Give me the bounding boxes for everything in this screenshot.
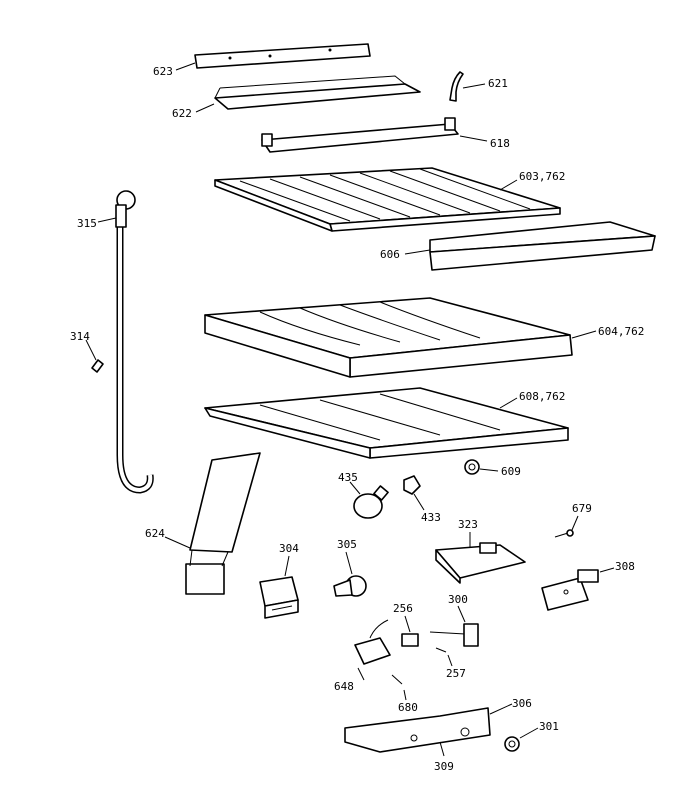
label-435: 435 (338, 471, 358, 484)
part-609-knob (464, 459, 480, 475)
part-604-tray (204, 297, 573, 378)
part-306-bracket (344, 707, 491, 753)
part-606-cover (429, 221, 656, 271)
label-618: 618 (490, 137, 510, 150)
part-305-overload (333, 575, 367, 597)
label-305: 305 (337, 538, 357, 551)
label-308: 308 (615, 560, 635, 573)
label-679: 679 (572, 502, 592, 515)
part-623-strip (194, 43, 371, 69)
part-308-bracket (541, 569, 599, 611)
part-435-bulb (353, 485, 389, 519)
part-603-wire-shelf (214, 167, 561, 232)
part-304-relay (259, 576, 299, 619)
part-315-tube (115, 190, 154, 494)
label-623: 623 (153, 65, 173, 78)
label-606: 606 (380, 248, 400, 261)
part-618-bracket (261, 117, 459, 153)
part-323-bracket (435, 542, 526, 584)
part-624-panel (185, 452, 261, 595)
label-680: 680 (398, 701, 418, 714)
label-301: 301 (539, 720, 559, 733)
label-622: 622 (172, 107, 192, 120)
label-609: 609 (501, 465, 521, 478)
label-604: 604,762 (598, 325, 644, 338)
label-304: 304 (279, 542, 299, 555)
part-621-tube (449, 71, 464, 102)
part-608-tray (204, 387, 569, 459)
label-309: 309 (434, 760, 454, 773)
label-621: 621 (488, 77, 508, 90)
part-300-cord (429, 623, 479, 647)
part-679-screw (554, 529, 574, 538)
label-648: 648 (334, 680, 354, 693)
part-680-screw (391, 674, 403, 685)
label-256: 256 (393, 602, 413, 615)
label-300: 300 (448, 593, 468, 606)
part-648-fan (354, 619, 391, 665)
label-608: 608,762 (519, 390, 565, 403)
part-301-grommet (504, 736, 520, 752)
label-257: 257 (446, 667, 466, 680)
label-306: 306 (512, 697, 532, 710)
part-256-connector (401, 633, 419, 647)
part-257-screw (435, 647, 447, 653)
part-314-clip (91, 359, 104, 373)
label-603: 603,762 (519, 170, 565, 183)
label-314: 314 (70, 330, 90, 343)
label-624: 624 (145, 527, 165, 540)
part-622-tray (214, 75, 421, 110)
label-433: 433 (421, 511, 441, 524)
label-315: 315 (77, 217, 97, 230)
label-323: 323 (458, 518, 478, 531)
part-433-socket (403, 475, 421, 495)
